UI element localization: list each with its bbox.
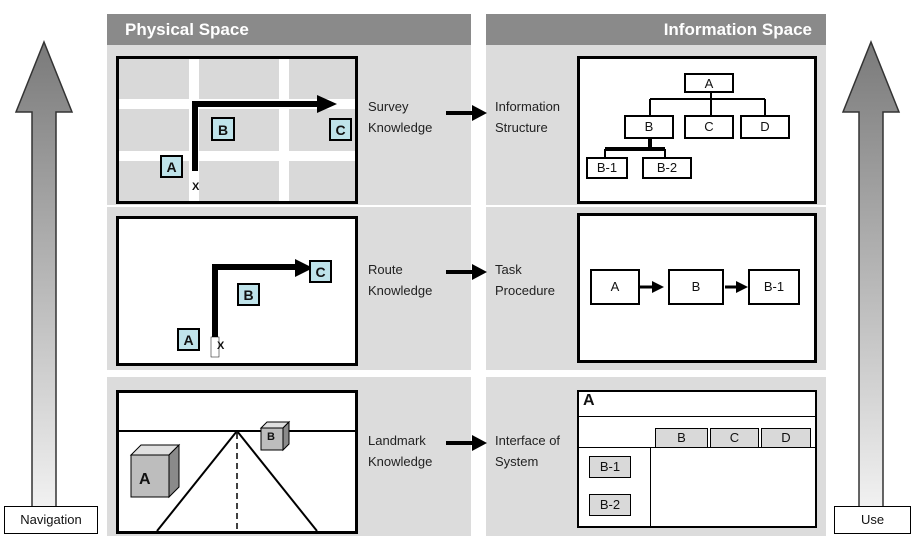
procedure-step-b1: B-1 [748, 269, 800, 305]
task-procedure-diagram: A B B-1 [577, 213, 817, 363]
survey-map: A B C X [116, 56, 358, 204]
route-path [210, 259, 313, 358]
route-marker-b: B [237, 283, 260, 306]
interface-side-item-b2: B-2 [589, 494, 631, 516]
route-knowledge-label: Route Knowledge [368, 262, 433, 298]
interface-tab-c: C [710, 428, 759, 448]
interface-window: A B C D B-1 B-2 [577, 390, 817, 528]
procedure-step-a: A [590, 269, 640, 305]
survey-marker-c: C [329, 118, 352, 141]
landmark-scene: A B [116, 390, 358, 534]
tree-node-b1: B-1 [586, 157, 628, 179]
landmark-arrow-icon [446, 435, 487, 451]
navigation-arrow-icon [14, 40, 74, 519]
use-label-text: Use [860, 512, 885, 527]
physical-space-title: Physical Space [125, 20, 249, 39]
tree-node-c: C [684, 115, 734, 139]
procedure-step-b: B [668, 269, 724, 305]
tree-node-b2: B-2 [642, 157, 692, 179]
tree-node-b: B [624, 115, 674, 139]
survey-start-marker: X [192, 181, 200, 193]
route-marker-a: A [177, 328, 200, 351]
information-space-title: Information Space [663, 20, 812, 39]
route-start-marker: X [217, 340, 225, 352]
survey-knowledge-label: Survey Knowledge [368, 99, 433, 135]
procedure-arrows [638, 281, 748, 293]
tree-connectors [604, 86, 766, 157]
interface-title-divider [579, 416, 815, 417]
survey-map-drawing [119, 59, 355, 201]
task-procedure-label: Task Procedure [495, 262, 555, 298]
information-space-header: Information Space [486, 14, 826, 45]
landmark-b-label: B [267, 431, 275, 443]
navigation-label-text: Navigation [20, 512, 82, 527]
survey-arrow-icon [446, 105, 487, 121]
landmark-knowledge-label: Landmark Knowledge [368, 433, 433, 469]
information-structure-tree: A B C D B-1 B-2 [577, 56, 817, 204]
route-arrow-icon [446, 264, 487, 280]
use-label: Use [834, 506, 911, 534]
survey-marker-b: B [211, 117, 235, 141]
landmark-a-label: A [139, 471, 151, 488]
route-marker-c: C [309, 260, 332, 283]
interface-tab-b: B [655, 428, 708, 448]
navigation-label: Navigation [4, 506, 98, 534]
interface-sidebar-divider [650, 447, 651, 526]
tree-node-root: A [684, 73, 734, 93]
landmark-road [119, 420, 355, 531]
survey-marker-a: A [160, 155, 183, 178]
route-map: A B C X [116, 216, 358, 366]
physical-space-header: Physical Space [107, 14, 471, 45]
interface-side-item-b1: B-1 [589, 456, 631, 478]
tree-node-d: D [740, 115, 790, 139]
use-arrow-icon [841, 40, 901, 519]
interface-title: A [583, 392, 595, 409]
interface-of-system-label: Interface of System [495, 433, 561, 469]
interface-tab-d: D [761, 428, 811, 448]
information-structure-label: Information Structure [495, 99, 561, 135]
